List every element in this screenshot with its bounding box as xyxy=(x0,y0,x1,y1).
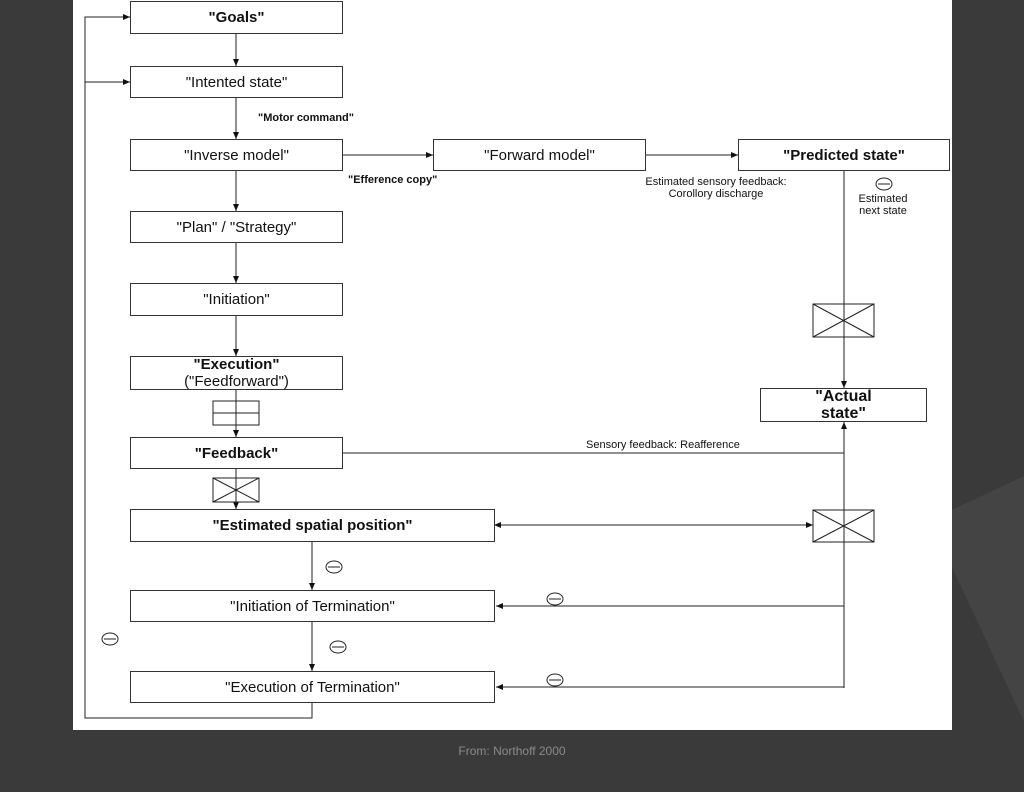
diagram-connectors xyxy=(84,14,893,719)
loop-to-goals xyxy=(84,14,313,719)
initiation-label: "Initiation" xyxy=(203,291,270,308)
comparator-box-feedback xyxy=(212,477,260,503)
actual-state-line2: state" xyxy=(821,405,866,422)
goals-box: "Goals" xyxy=(130,1,343,34)
intended-state-box: "Intented state" xyxy=(130,66,343,98)
initiation-of-termination-label: "Initiation of Termination" xyxy=(230,597,395,615)
estimated-sensory-feedback-label: Estimated sensory feedback: Corollory di… xyxy=(610,176,822,200)
sensory-feedback-label: Sensory feedback: Reafference xyxy=(586,439,740,451)
inverse-model-box: "Inverse model" xyxy=(130,139,343,171)
estimated-next-state-line1: Estimated xyxy=(858,193,908,205)
plan-strategy-label: "Plan" / "Strategy" xyxy=(176,218,297,236)
predicted-state-box: "Predicted state" xyxy=(738,139,950,171)
slide-footer: From: Northoff 2000 xyxy=(458,744,566,758)
actual-state-line1: "Actual xyxy=(815,388,872,405)
goals-label: "Goals" xyxy=(208,9,265,26)
minus-icon xyxy=(546,592,564,606)
estimated-next-state-line2: next state xyxy=(859,205,907,217)
corollary-discharge-line: Corollory discharge xyxy=(668,188,764,200)
minus-icon xyxy=(875,177,893,191)
forward-model-box: "Forward model" xyxy=(433,139,646,171)
execution-of-termination-label: "Execution of Termination" xyxy=(225,678,400,696)
minus-icon xyxy=(325,560,343,574)
initiation-of-termination-box: "Initiation of Termination" xyxy=(130,590,495,622)
estimated-spatial-position-box: "Estimated spatial position" xyxy=(130,509,495,542)
grid-box-execution xyxy=(212,400,260,426)
efference-copy-label: "Efference copy" xyxy=(348,174,438,186)
predicted-state-label: "Predicted state" xyxy=(783,146,905,164)
minus-icon xyxy=(546,673,564,687)
motor-command-label: "Motor command" xyxy=(258,112,354,124)
estimated-sensory-feedback-line1: Estimated sensory feedback: xyxy=(645,176,787,188)
estimated-spatial-position-label: "Estimated spatial position" xyxy=(212,517,413,534)
feedforward-label: ("Feedforward") xyxy=(184,373,289,390)
comparator-box-upper xyxy=(812,303,875,338)
minus-icon xyxy=(329,640,347,654)
forward-model-label: "Forward model" xyxy=(484,146,595,164)
comparator-box-lower xyxy=(812,509,875,543)
execution-box: "Execution" ("Feedforward") xyxy=(130,356,343,390)
estimated-next-state-label: Estimated next state xyxy=(855,193,911,217)
plan-strategy-box: "Plan" / "Strategy" xyxy=(130,211,343,243)
actual-state-box: "Actual state" xyxy=(760,388,927,422)
execution-label: "Execution" xyxy=(193,356,280,373)
inverse-model-label: "Inverse model" xyxy=(184,146,289,164)
feedback-label: "Feedback" xyxy=(194,444,279,462)
initiation-box: "Initiation" xyxy=(130,283,343,316)
execution-of-termination-box: "Execution of Termination" xyxy=(130,671,495,703)
intended-state-label: "Intented state" xyxy=(185,73,288,91)
minus-icon xyxy=(101,632,119,646)
feedback-box: "Feedback" xyxy=(130,437,343,469)
